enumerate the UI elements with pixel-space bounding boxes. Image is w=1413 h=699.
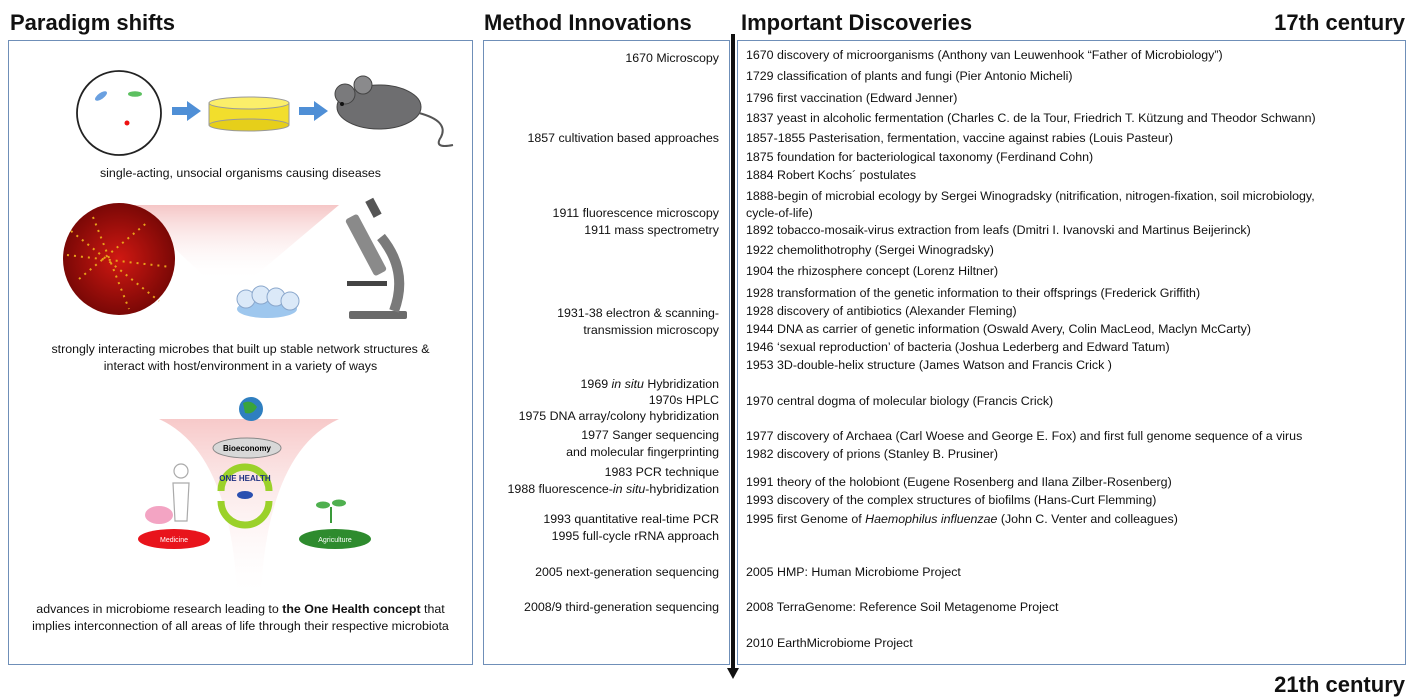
discovery-item: 1904 the rhizosphere concept (Lorenz Hil… bbox=[746, 264, 999, 278]
discovery-item: 1944 DNA as carrier of genetic informati… bbox=[746, 322, 1252, 336]
bioeconomy-label: Bioeconomy bbox=[223, 444, 272, 453]
discovery-item: 1982 discovery of prions (Stanley B. Pru… bbox=[746, 447, 999, 461]
discovery-item-continued: cycle-of-life) bbox=[746, 206, 813, 220]
pig-icon bbox=[145, 506, 173, 524]
method-item: 1995 full-cycle rRNA approach bbox=[551, 529, 719, 543]
discovery-item: 1884 Robert Kochs´ postulates bbox=[746, 168, 917, 182]
one-health-cycle-icon bbox=[217, 463, 273, 529]
discovery-item: 2005 HMP: Human Microbiome Project bbox=[746, 565, 961, 579]
discovery-item: 1991 theory of the holobiont (Eugene Ros… bbox=[746, 475, 1172, 489]
discovery-item: 1729 classification of plants and fungi … bbox=[746, 69, 1073, 83]
method-item: 1977 Sanger sequencing bbox=[581, 428, 719, 442]
discovery-item: 1977 discovery of Archaea (Carl Woese an… bbox=[746, 429, 1303, 443]
discovery-item: 1892 tobacco-mosaik-virus extraction fro… bbox=[746, 223, 1251, 237]
paradigm-shifts-heading: Paradigm shifts bbox=[10, 10, 176, 35]
method-item: 1911 fluorescence microscopy bbox=[552, 206, 719, 220]
pathogen-illustration bbox=[76, 70, 454, 156]
agar-plate-icon bbox=[208, 96, 290, 132]
paradigm-caption-1: single-acting, unsocial organisms causin… bbox=[99, 166, 381, 180]
method-item: 1975 DNA array/colony hybridization bbox=[518, 409, 719, 423]
one-health-label: ONE HEALTH bbox=[219, 474, 271, 483]
method-item: 1983 PCR technique bbox=[604, 465, 719, 479]
discovery-item: 2010 EarthMicrobiome Project bbox=[746, 636, 913, 650]
method-item: 1988 fluorescence-in situ-hybridization bbox=[507, 482, 719, 496]
medicine-label: Medicine bbox=[160, 537, 188, 544]
method-item: 2005 next-generation sequencing bbox=[535, 565, 719, 579]
timeline-arrowhead-icon bbox=[727, 668, 739, 679]
important-discoveries-heading: Important Discoveries bbox=[741, 10, 973, 35]
funnel-shape bbox=[159, 419, 339, 591]
discovery-item: 1857-1855 Pasterisation, fermentation, v… bbox=[746, 131, 1174, 145]
paradigm-caption-3: advances in microbiome research leading … bbox=[19, 601, 462, 635]
discovery-item: 2008 TerraGenome: Reference Soil Metagen… bbox=[746, 600, 1059, 614]
discovery-item: 1953 3D-double-helix structure (James Wa… bbox=[746, 358, 1112, 372]
biofilm-icon bbox=[236, 285, 300, 318]
arrow-right-icon bbox=[172, 101, 201, 121]
discovery-item: 1946 ‘sexual reproduction’ of bacteria (… bbox=[746, 340, 1170, 354]
discovery-item: 1670 discovery of microorganisms (Anthon… bbox=[746, 48, 1223, 62]
timeline-axis bbox=[731, 34, 735, 670]
method-innovations-panel: 1670 Microscopy 1857 cultivation based a… bbox=[483, 40, 730, 665]
globe-icon bbox=[239, 397, 263, 421]
important-discoveries-panel: 1670 discovery of microorganisms (Anthon… bbox=[737, 40, 1406, 665]
discovery-item: 1796 first vaccination (Edward Jenner) bbox=[746, 91, 958, 105]
microscope-icon bbox=[345, 197, 407, 319]
method-innovations-heading: Method Innovations bbox=[484, 10, 692, 35]
method-item: 1970s HPLC bbox=[648, 393, 719, 407]
one-health-concept-term: the One Health concept bbox=[282, 602, 421, 616]
method-item: transmission microscopy bbox=[583, 323, 719, 337]
discovery-item: 1970 central dogma of molecular biology … bbox=[746, 394, 1054, 408]
discovery-item: 1888-begin of microbial ecology by Serge… bbox=[746, 189, 1315, 203]
seedling-icon bbox=[316, 499, 346, 523]
micrograph-icon bbox=[63, 203, 175, 315]
single-cells-icon bbox=[76, 70, 162, 156]
paradigm-caption-2: strongly interacting microbes that built… bbox=[9, 341, 472, 375]
network-illustration bbox=[63, 197, 407, 319]
focus-cone bbox=[129, 205, 339, 281]
caption-2-line-1: strongly interacting microbes that built… bbox=[51, 342, 430, 356]
discovery-item: 1837 yeast in alcoholic fermentation (Ch… bbox=[746, 111, 1316, 125]
end-century-label: 21th century bbox=[1274, 672, 1405, 697]
method-item: and molecular fingerprinting bbox=[566, 445, 719, 459]
person-icon bbox=[172, 463, 190, 522]
caption-3-text-end: that implies interconnection of all area… bbox=[32, 602, 449, 633]
method-item: 1670 Microscopy bbox=[625, 51, 719, 65]
caption-2-line-2: interact with host/environment in a vari… bbox=[103, 359, 378, 373]
method-item: 1857 cultivation based approaches bbox=[527, 131, 719, 145]
arrow-right-icon-2 bbox=[299, 101, 328, 121]
discovery-item: 1928 discovery of antibiotics (Alexander… bbox=[746, 304, 1017, 318]
discovery-item: 1993 discovery of the complex structures… bbox=[746, 493, 1157, 507]
method-item: 2008/9 third-generation sequencing bbox=[524, 600, 719, 614]
discovery-item: 1995 first Genome of Haemophilus influen… bbox=[746, 512, 1178, 526]
method-item: 1969 in situ Hybridization bbox=[580, 377, 719, 391]
method-item: 1931-38 electron & scanning- bbox=[557, 306, 719, 320]
caption-3-text: advances in microbiome research leading … bbox=[36, 602, 283, 616]
discovery-item: 1875 foundation for bacteriological taxo… bbox=[746, 150, 1094, 164]
method-item: 1911 mass spectrometry bbox=[584, 223, 719, 237]
discovery-item: 1922 chemolithotrophy (Sergei Winogradsk… bbox=[746, 243, 994, 257]
one-health-illustration: Bioeconomy ONE HEALTH Medicine Agricultu… bbox=[138, 397, 371, 591]
start-century-label: 17th century bbox=[1274, 10, 1405, 35]
method-item: 1993 quantitative real-time PCR bbox=[543, 512, 719, 526]
paradigm-shifts-panel: single-acting, unsocial organisms causin… bbox=[8, 40, 473, 665]
mouse-icon bbox=[334, 75, 454, 147]
discovery-item: 1928 transformation of the genetic infor… bbox=[746, 286, 1201, 300]
agriculture-label: Agriculture bbox=[318, 537, 352, 544]
